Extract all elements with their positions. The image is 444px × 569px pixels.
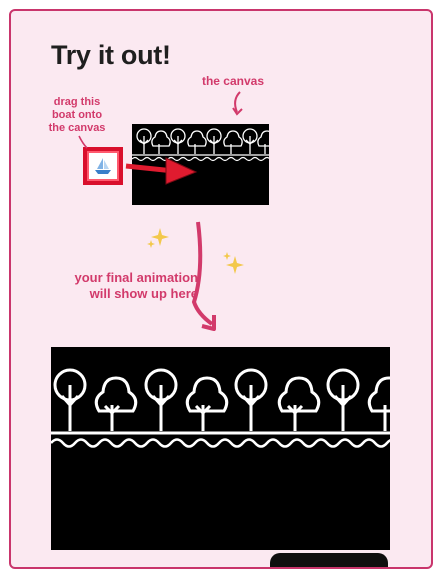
canvas-scene <box>131 128 277 162</box>
bushy-tree-icon <box>367 376 390 431</box>
bushy-tree-icon <box>223 130 243 154</box>
drag-note-line-2: boat onto <box>51 109 103 121</box>
round-tree-icon <box>144 368 178 431</box>
draggable-boat[interactable] <box>83 147 123 185</box>
round-tree-icon <box>206 128 222 154</box>
drag-arrow <box>125 157 198 185</box>
bushy-tree-icon <box>151 130 171 154</box>
down-arrowhead <box>201 315 216 331</box>
bushy-tree-icon <box>94 376 138 431</box>
boat-tile <box>87 151 119 181</box>
animation-scene <box>51 368 390 448</box>
drag-note-line-1: drag this <box>53 96 101 108</box>
canvas-annotation: the canvas <box>201 74 265 88</box>
page-title: Try it out! <box>51 40 171 70</box>
boat-pointer-arrow <box>78 135 88 149</box>
bottom-button[interactable] <box>270 553 388 567</box>
round-tree-icon <box>53 368 87 431</box>
down-arrow <box>191 221 214 326</box>
round-tree-icon <box>242 128 258 154</box>
drag-note-line-3: the canvas <box>48 122 106 134</box>
canvas-pointer-arrow <box>234 91 241 113</box>
bushy-tree-icon <box>187 130 207 154</box>
drag-boat-annotation: drag this boat onto the canvas <box>40 96 114 135</box>
round-tree-icon <box>170 128 186 154</box>
drop-canvas[interactable] <box>131 124 277 205</box>
sailboat-icon <box>95 158 111 174</box>
final-note-line-1: your final animation <box>74 270 198 285</box>
round-tree-icon <box>326 368 360 431</box>
bushy-tree-icon <box>277 376 321 431</box>
sparkle-icon <box>147 228 169 248</box>
final-animation-canvas <box>51 347 390 550</box>
canvas-pointer-arrowhead <box>232 107 243 116</box>
bushy-tree-icon <box>185 376 229 431</box>
final-note-line-2: will show up here <box>89 286 198 301</box>
sparkle-icon <box>223 252 244 274</box>
final-animation-annotation: your final animation will show up here <box>58 270 198 302</box>
round-tree-icon <box>234 368 268 431</box>
round-tree-icon <box>136 128 152 154</box>
